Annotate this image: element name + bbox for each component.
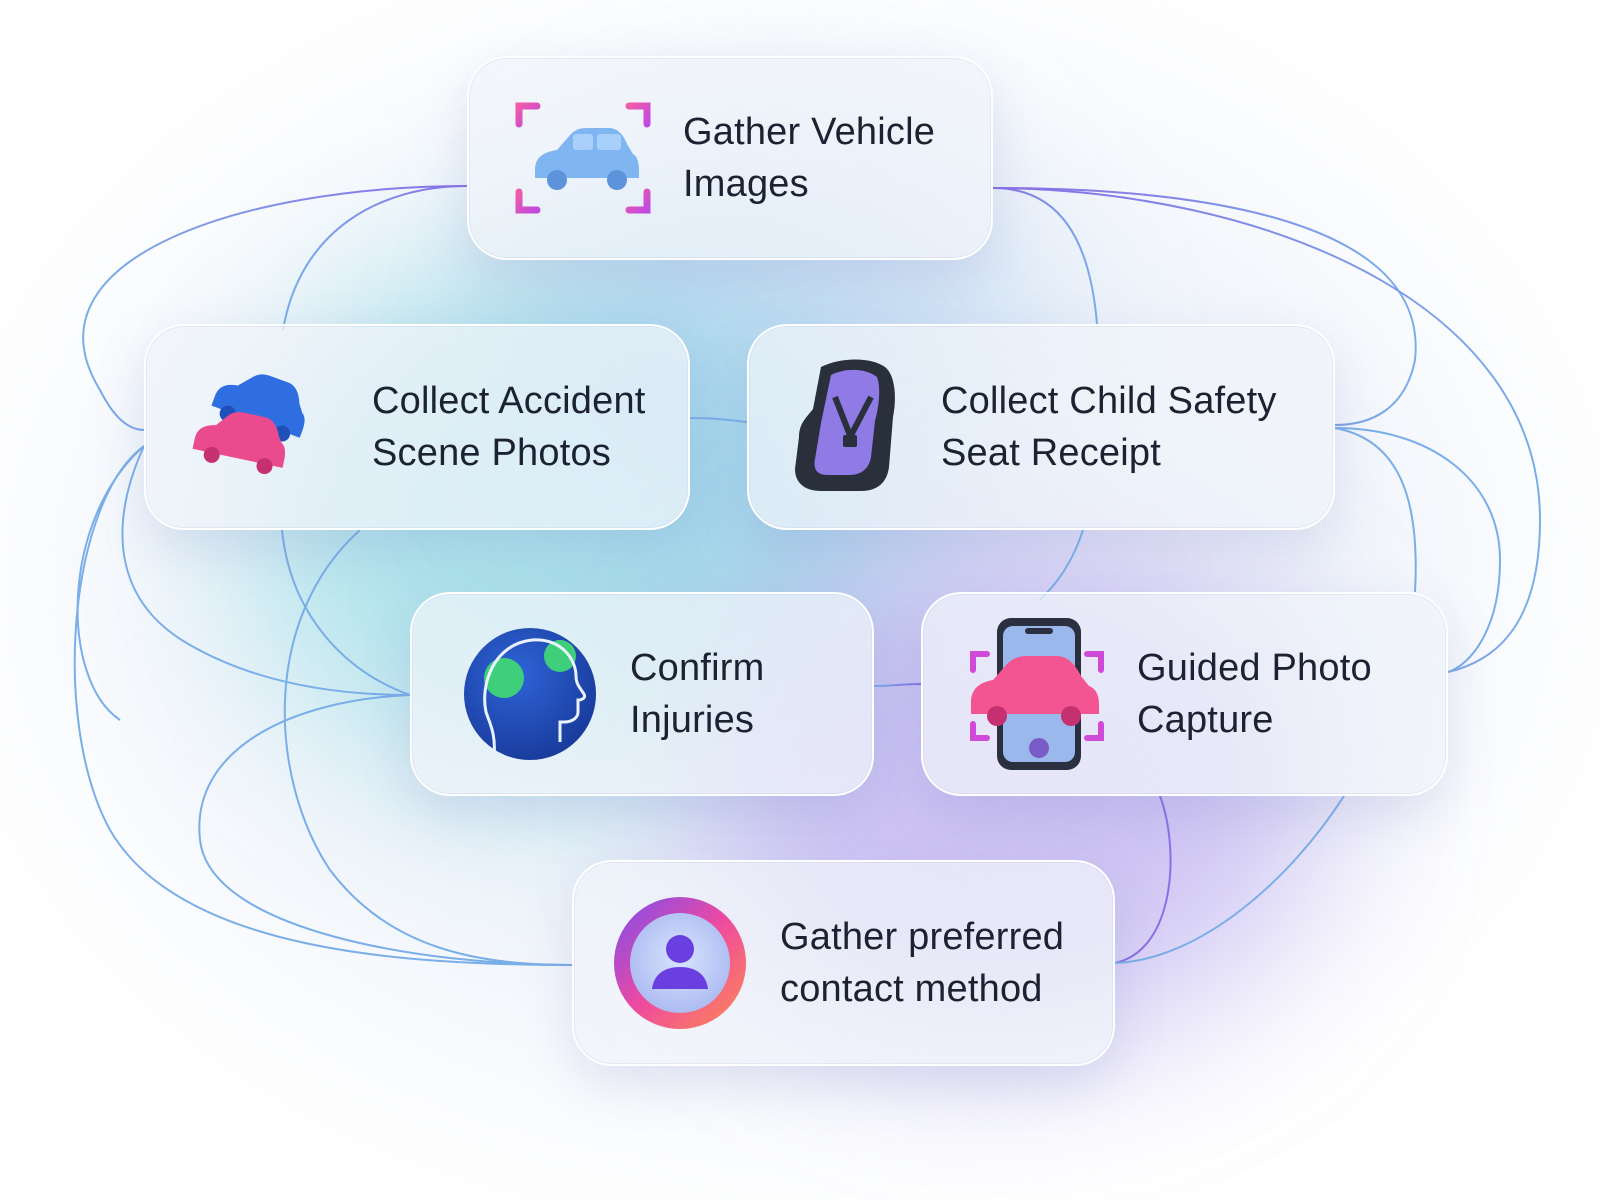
node-label: Collect Child Safety Seat Receipt xyxy=(941,375,1277,479)
link-accident-childseat xyxy=(689,417,748,423)
node-label-line-2: Scene Photos xyxy=(372,432,612,474)
node-label: Confirm Injuries xyxy=(630,642,764,746)
node-collect-accident-scene-photos: Collect Accident Scene Photos xyxy=(144,324,690,530)
link-childseat-guided-a xyxy=(1334,427,1502,673)
link-vehicle-accident xyxy=(282,185,468,331)
node-label: Guided Photo Capture xyxy=(1137,642,1372,746)
node-guided-photo-capture: Guided Photo Capture xyxy=(921,592,1448,796)
person-avatar-icon xyxy=(610,893,750,1033)
link-injuries-guided xyxy=(873,683,922,687)
node-label-line-1: Collect Child Safety xyxy=(941,380,1277,422)
node-label-line-2: contact method xyxy=(780,968,1043,1010)
node-label: Gather preferred contact method xyxy=(780,911,1064,1015)
two-cars-icon xyxy=(192,367,312,487)
link-vehicle-leftloop xyxy=(82,185,468,431)
node-label-line-2: Seat Receipt xyxy=(941,432,1161,474)
link-injuries-contact xyxy=(198,694,573,966)
link-accident-bottom-a xyxy=(281,529,411,696)
node-label-line-1: Collect Accident xyxy=(372,380,646,422)
node-label: Collect Accident Scene Photos xyxy=(372,375,646,479)
phone-car-capture-icon xyxy=(967,614,1107,774)
link-guided-contact-b xyxy=(1114,795,1345,964)
node-label-line-2: Capture xyxy=(1137,699,1274,741)
node-label-line-2: Images xyxy=(683,163,809,205)
link-guided-contact-a xyxy=(1114,795,1172,964)
head-profile-icon xyxy=(460,624,600,764)
node-label: Gather Vehicle Images xyxy=(683,106,935,210)
node-collect-child-safety-seat-receipt: Collect Child Safety Seat Receipt xyxy=(747,324,1335,530)
link-childseat-guided-b xyxy=(1334,427,1417,593)
link-accident-contact xyxy=(73,445,573,966)
link-accident-injuries-a xyxy=(121,445,411,696)
link-vehicle-rightloop-a xyxy=(992,187,1417,426)
node-label-line-1: Guided Photo xyxy=(1137,647,1372,689)
node-label-line-1: Gather Vehicle xyxy=(683,111,936,153)
node-gather-preferred-contact-method: Gather preferred contact method xyxy=(572,860,1115,1066)
link-vehicle-childseat xyxy=(992,187,1098,325)
car-scan-icon xyxy=(513,98,653,218)
node-confirm-injuries: Confirm Injuries xyxy=(410,592,874,796)
link-vehicle-rightloop-b xyxy=(992,187,1542,673)
child-car-seat-icon xyxy=(791,357,901,497)
node-gather-vehicle-images: Gather Vehicle Images xyxy=(467,56,993,260)
node-label-line-1: Confirm xyxy=(630,647,765,689)
node-label-line-2: Injuries xyxy=(630,699,755,741)
link-childseat-injuries xyxy=(1039,529,1084,601)
link-accident-bottom-b xyxy=(283,529,573,966)
node-label-line-1: Gather preferred xyxy=(780,916,1065,958)
